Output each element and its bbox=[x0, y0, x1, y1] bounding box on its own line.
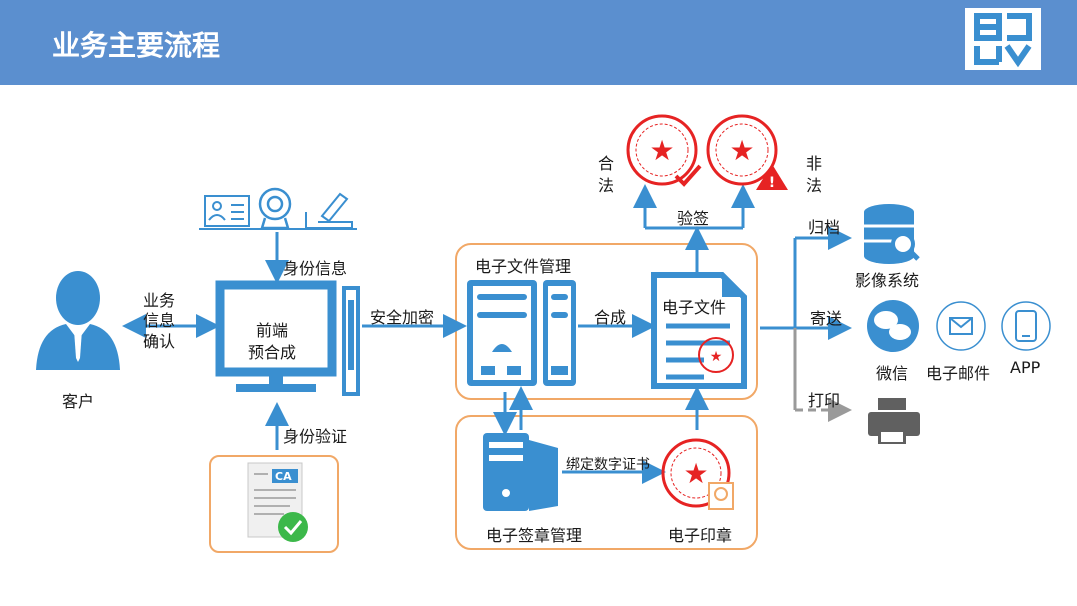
label-secure-encrypt: 安全加密 bbox=[370, 308, 435, 327]
label-business-info-1: 业务 bbox=[143, 291, 176, 310]
label-frontend-1: 前端 bbox=[256, 321, 289, 340]
svg-text:★: ★ bbox=[649, 134, 674, 167]
ca-certificate-icon bbox=[247, 462, 308, 542]
email-icon bbox=[936, 301, 986, 351]
svg-text:★: ★ bbox=[729, 134, 754, 167]
label-business-info-2: 信息 bbox=[143, 311, 176, 330]
label-print: 打印 bbox=[808, 391, 841, 410]
logo bbox=[965, 8, 1041, 70]
customer-icon bbox=[36, 271, 120, 370]
legal-seal-icon: ★ bbox=[626, 114, 702, 187]
label-legal-1: 合 bbox=[598, 154, 615, 173]
electronic-file-icon: ★ bbox=[651, 272, 747, 389]
svg-text:!: ! bbox=[769, 175, 775, 191]
svg-text:★: ★ bbox=[710, 349, 723, 365]
label-customer: 客户 bbox=[62, 392, 95, 411]
label-ca: CA bbox=[275, 470, 292, 483]
server-icon bbox=[467, 280, 576, 386]
label-efile: 电子文件 bbox=[662, 298, 727, 317]
label-eseal: 电子印章 bbox=[668, 526, 733, 545]
svg-text:★: ★ bbox=[683, 457, 708, 490]
label-frontend-2: 预合成 bbox=[248, 343, 297, 362]
label-legal-2: 法 bbox=[598, 176, 615, 195]
printer-icon bbox=[868, 398, 920, 444]
esign-server-icon bbox=[483, 433, 558, 511]
label-bind-cert: 绑定数字证书 bbox=[566, 457, 650, 473]
label-verify: 验签 bbox=[677, 209, 710, 228]
id-card-icon bbox=[204, 195, 250, 227]
label-esign-mgmt: 电子签章管理 bbox=[486, 526, 583, 545]
label-illegal-1: 非 bbox=[806, 154, 823, 173]
label-synthesize: 合成 bbox=[594, 308, 627, 327]
eseal-icon: ★ bbox=[661, 438, 734, 510]
label-image-system: 影像系统 bbox=[855, 271, 920, 290]
computer-icon bbox=[215, 280, 360, 396]
label-identity-info: 身份信息 bbox=[283, 259, 348, 278]
header-bar: 业务主要流程 bbox=[0, 0, 1077, 85]
database-icon bbox=[864, 204, 920, 264]
illegal-seal-icon: ★ ! bbox=[706, 114, 788, 191]
label-send: 寄送 bbox=[810, 309, 843, 328]
webcam-icon bbox=[258, 187, 292, 230]
page-title: 业务主要流程 bbox=[52, 29, 221, 62]
label-archive: 归档 bbox=[808, 218, 841, 237]
label-business-info-3: 确认 bbox=[143, 332, 176, 351]
label-app: APP bbox=[1010, 358, 1041, 377]
label-identity-verify: 身份验证 bbox=[283, 427, 348, 446]
label-email: 电子邮件 bbox=[926, 364, 991, 383]
signature-pen-icon bbox=[305, 192, 353, 229]
label-wechat: 微信 bbox=[876, 364, 909, 383]
wechat-icon bbox=[867, 300, 919, 352]
esign-mgmt-box bbox=[455, 415, 758, 550]
ca-box bbox=[209, 455, 339, 553]
label-efile-mgmt: 电子文件管理 bbox=[475, 257, 572, 276]
app-phone-icon bbox=[1001, 301, 1051, 351]
label-illegal-2: 法 bbox=[806, 176, 823, 195]
